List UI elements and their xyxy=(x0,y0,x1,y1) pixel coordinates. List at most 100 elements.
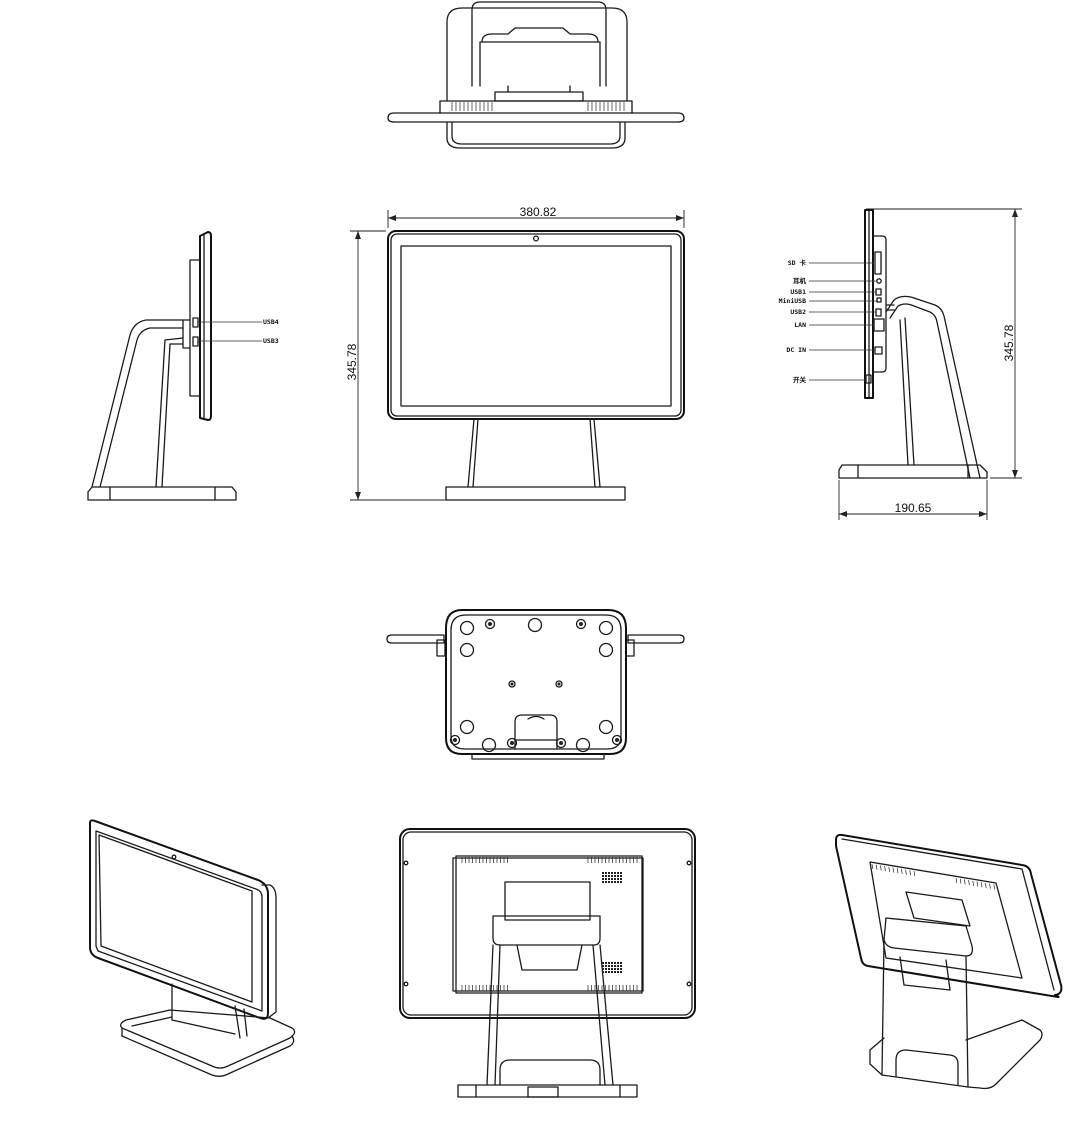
iso-rear-view xyxy=(835,833,1063,1090)
vent-slot xyxy=(980,882,983,888)
vent-hole xyxy=(608,881,610,883)
right-side-view: 345.78 190.65 xyxy=(779,208,1022,520)
vent-hole xyxy=(611,881,613,883)
screw-head xyxy=(557,682,561,686)
vent-hole xyxy=(605,971,607,973)
vent-hole xyxy=(608,962,610,964)
vent-hole xyxy=(602,965,604,967)
vent-hole xyxy=(605,965,607,967)
screw-head xyxy=(510,682,514,686)
vent-hole xyxy=(611,878,613,880)
vent-slot xyxy=(909,870,911,876)
iso-front-view xyxy=(89,819,296,1077)
vent-slot xyxy=(955,877,958,884)
vent-hole xyxy=(617,872,619,874)
vent-slot xyxy=(985,882,987,888)
port-label-miniusb: MiniUSB xyxy=(779,297,806,305)
screw xyxy=(484,618,496,630)
vent-slot xyxy=(968,880,970,886)
vent-slot xyxy=(880,865,882,871)
vent-hole xyxy=(605,968,607,970)
vent-slot xyxy=(993,884,995,890)
front-height-dimension-label: 345.78 xyxy=(345,343,359,380)
vent-hole xyxy=(617,968,619,970)
mounting-hole xyxy=(598,620,614,636)
vent-hole xyxy=(614,878,616,880)
vent-hole xyxy=(608,971,610,973)
screw xyxy=(449,734,461,746)
vent-hole xyxy=(617,962,619,964)
vent-hole xyxy=(605,881,607,883)
vent-slot xyxy=(989,883,991,889)
top-view xyxy=(387,1,685,149)
side-height-dimension-label: 345.78 xyxy=(1002,324,1016,361)
vent-hole xyxy=(605,875,607,877)
vent-hole xyxy=(614,965,616,967)
vent-slot xyxy=(888,866,890,872)
front-view: 380.82 345.78 xyxy=(345,205,685,501)
vent-hole xyxy=(620,875,622,877)
port-label-usb3: USB3 xyxy=(263,337,279,345)
screw xyxy=(508,680,516,688)
vent-hole xyxy=(620,971,622,973)
vent-hole xyxy=(602,872,604,874)
vent-hole xyxy=(608,875,610,877)
vent-slot xyxy=(884,866,886,872)
vent-hole xyxy=(608,878,610,880)
vent-hole xyxy=(611,971,613,973)
vent-hole xyxy=(617,971,619,973)
vent-hole xyxy=(611,962,613,964)
port-label-headphone: 耳机 xyxy=(793,276,807,285)
vent-hole xyxy=(617,881,619,883)
screw-head xyxy=(559,741,563,745)
mounting-hole xyxy=(459,719,475,735)
vent-slot xyxy=(875,864,878,870)
vent-hole xyxy=(620,878,622,880)
screw-head xyxy=(615,738,619,742)
vent-hole xyxy=(617,878,619,880)
vent-hole xyxy=(605,878,607,880)
vent-hole xyxy=(620,968,622,970)
port-label-usb2: USB2 xyxy=(790,308,806,316)
screw xyxy=(555,680,563,688)
mounting-hole xyxy=(459,642,475,658)
screw xyxy=(611,734,623,746)
vent-slot xyxy=(976,881,979,887)
port-label-lan: LAN xyxy=(794,321,806,329)
vent-hole xyxy=(620,872,622,874)
vent-hole xyxy=(614,971,616,973)
left-side-view: USB4 USB3 xyxy=(87,231,279,501)
vent-slot xyxy=(901,868,903,874)
port-label-sd-card: SD 卡 xyxy=(788,258,807,267)
screw xyxy=(575,618,587,630)
vent-hole xyxy=(602,881,604,883)
mounting-hole xyxy=(481,737,497,753)
screw-head xyxy=(488,622,492,626)
screw-head xyxy=(453,738,457,742)
vent-hole xyxy=(617,875,619,877)
vent-slot xyxy=(913,870,916,877)
vent-hole xyxy=(602,878,604,880)
width-dimension-label: 380.82 xyxy=(520,205,557,219)
vent-hole xyxy=(614,881,616,883)
rear-view xyxy=(399,828,696,1098)
mounting-hole xyxy=(527,617,543,633)
screw-head xyxy=(579,622,583,626)
vent-slot xyxy=(896,868,899,874)
vent-hole xyxy=(611,968,613,970)
vent-hole xyxy=(605,872,607,874)
screw xyxy=(555,737,567,749)
port-label-usb1: USB1 xyxy=(790,288,806,296)
vent-hole xyxy=(614,968,616,970)
vent-hole xyxy=(608,872,610,874)
port-label-dc-in: DC IN xyxy=(786,346,806,354)
mounting-hole xyxy=(575,737,591,753)
bottom-view xyxy=(386,609,685,760)
vent-hole xyxy=(608,968,610,970)
mounting-hole xyxy=(598,719,614,735)
vent-slot xyxy=(871,863,874,870)
vent-hole xyxy=(620,881,622,883)
vent-hole xyxy=(614,962,616,964)
screw xyxy=(506,737,518,749)
